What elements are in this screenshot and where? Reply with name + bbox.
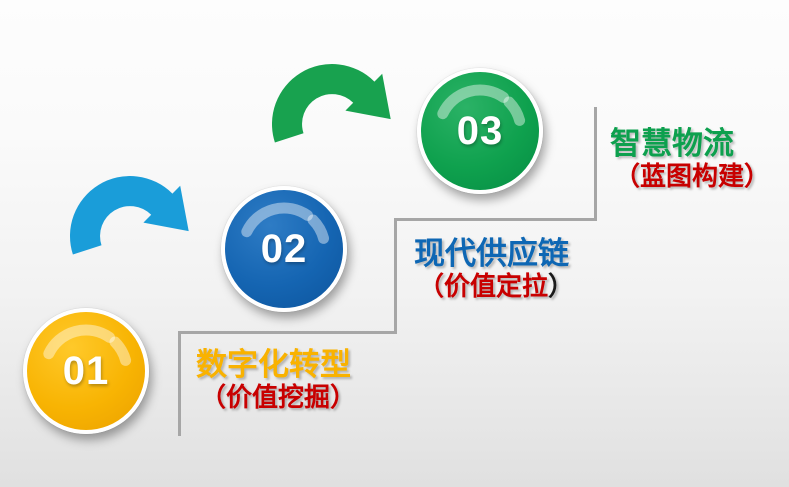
curved-arrow-up-icon (69, 176, 189, 255)
step1-label: 数字化转型 （价值挖掘） (196, 347, 356, 413)
staircase-tread-2 (394, 218, 597, 221)
step3-subtitle-text: （蓝图构建） (614, 160, 771, 191)
step1-subtitle-text: （价值挖掘） (200, 381, 357, 412)
step-circle-01: 01 (23, 308, 149, 434)
step1-subtitle: （价值挖掘） (196, 381, 357, 413)
step3-label: 智慧物流 （蓝图构建） (610, 126, 770, 192)
step-number: 01 (62, 348, 110, 393)
step-circle-03: 03 (417, 68, 543, 194)
step2-title: 现代供应链 (414, 236, 569, 271)
staircase-tread-1 (178, 331, 397, 334)
step-circle-02: 02 (221, 186, 347, 312)
step-number: 02 (260, 226, 308, 271)
staircase-riser-3 (594, 107, 597, 221)
step3-title: 智慧物流 (610, 126, 734, 161)
step-number: 03 (456, 108, 504, 153)
step2-label: 现代供应链 （价值定拉） (414, 236, 574, 302)
step3-subtitle: （蓝图构建） (610, 160, 771, 192)
step2-subtitle: （价值定拉） (414, 270, 575, 302)
curved-arrow-up-icon (271, 64, 391, 143)
staircase-riser-1 (178, 331, 181, 436)
staircase-riser-2 (394, 218, 397, 334)
step2-subtitle-close: ） (548, 270, 575, 301)
step2-subtitle-text: （价值定拉 (418, 270, 549, 301)
step1-title: 数字化转型 (196, 347, 351, 382)
